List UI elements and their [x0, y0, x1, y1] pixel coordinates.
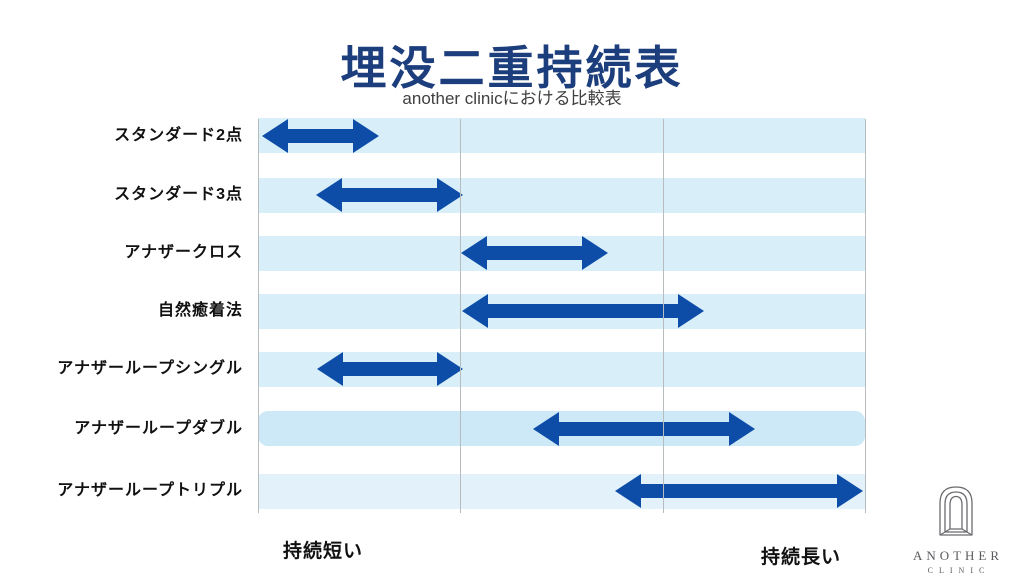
arrowhead-right-icon	[437, 352, 463, 386]
duration-arrow	[533, 412, 755, 446]
arrowhead-left-icon	[615, 474, 641, 508]
gridline	[865, 119, 866, 513]
arrowhead-left-icon	[461, 236, 487, 270]
arrowhead-left-icon	[262, 119, 288, 153]
arrow-shaft	[339, 362, 441, 376]
arrowhead-left-icon	[533, 412, 559, 446]
arrow-shaft	[484, 304, 682, 318]
row-label: アナザークロス	[124, 244, 243, 261]
logo-brand-subtext: CLINIC	[927, 566, 991, 575]
arrowhead-left-icon	[317, 352, 343, 386]
gridline	[663, 119, 664, 513]
gridline	[258, 119, 259, 513]
duration-arrow	[462, 294, 704, 328]
arrow-shaft	[284, 129, 357, 143]
x-axis-label-short: 持続短い	[283, 541, 364, 562]
page-subtitle: another clinicにおける比較表	[402, 89, 622, 108]
row-label: スタンダード3点	[114, 186, 243, 203]
duration-arrow	[316, 178, 463, 212]
row-label: 自然癒着法	[157, 302, 243, 319]
arrow-shaft	[555, 422, 733, 436]
duration-arrow	[615, 474, 863, 508]
row-label: スタンダード2点	[114, 127, 243, 144]
arrow-shaft	[483, 246, 586, 260]
logo-brand-text: ANOTHER	[912, 548, 1004, 563]
duration-arrow	[317, 352, 463, 386]
arrowhead-right-icon	[582, 236, 608, 270]
clinic-logo: ANOTHER CLINIC	[900, 483, 1012, 575]
x-axis-label-long: 持続長い	[761, 547, 842, 568]
arrowhead-right-icon	[353, 119, 379, 153]
duration-arrow	[262, 119, 379, 153]
arch-door-icon	[939, 486, 973, 536]
arrow-shaft	[338, 188, 441, 202]
arrowhead-right-icon	[437, 178, 463, 212]
row-label: アナザーループシングル	[57, 360, 243, 377]
gridline	[460, 119, 461, 513]
arrow-shaft	[637, 484, 841, 498]
duration-arrow	[461, 236, 608, 270]
arrowhead-left-icon	[462, 294, 488, 328]
arrowhead-left-icon	[316, 178, 342, 212]
page-title: 埋没二重持続表	[340, 41, 684, 94]
arrowhead-right-icon	[729, 412, 755, 446]
row-label: アナザーループダブル	[74, 420, 243, 437]
arrowhead-right-icon	[678, 294, 704, 328]
arrowhead-right-icon	[837, 474, 863, 508]
row-label: アナザーループトリプル	[57, 482, 243, 499]
